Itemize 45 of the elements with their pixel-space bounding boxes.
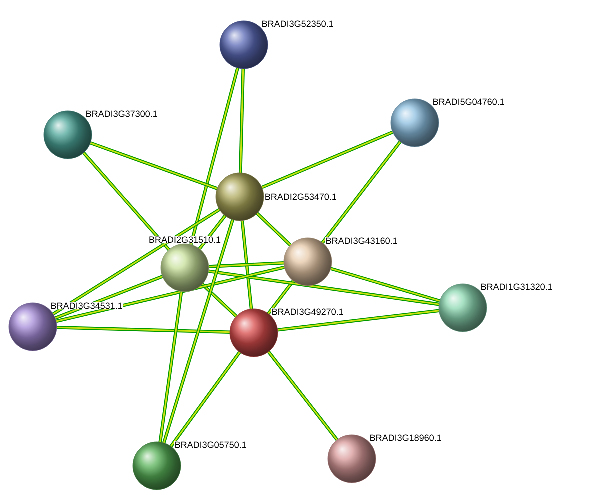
node-label: BRADI3G05750.1 — [176, 442, 246, 448]
protein-node: BRADI3G49270.1 — [230, 308, 344, 358]
protein-node: BRADI2G31510.1 — [148, 236, 222, 292]
node-label: BRADI3G18960.1 — [370, 434, 442, 442]
node-label: BRADI2G53470.1 — [266, 194, 336, 200]
node-label: BRADI3G52350.1 — [262, 20, 334, 28]
protein-node: BRADI3G52350.1 — [220, 20, 334, 70]
edge — [82, 152, 170, 252]
edge — [240, 220, 254, 310]
node-label: BRADI1G31320.1 — [482, 284, 552, 290]
edge — [56, 326, 230, 334]
edge — [198, 214, 227, 250]
edge — [208, 270, 440, 306]
protein-node: BRADI3G43160.1 — [284, 237, 398, 286]
edge — [267, 280, 295, 315]
node-label: BRADI2G31510.1 — [150, 236, 221, 244]
protein-node: BRADI2G53470.1 — [216, 172, 338, 222]
protein-node: BRADI1G31320.1 — [438, 283, 554, 332]
edge — [158, 292, 184, 442]
node-label: BRADI3G34531.1 — [52, 302, 122, 310]
edge — [52, 208, 221, 316]
edge — [256, 212, 292, 247]
edge — [56, 266, 286, 324]
edge — [267, 350, 339, 442]
node-label: BRADI3G49270.1 — [272, 308, 344, 316]
node-label: BRADI3G37300.1 — [86, 110, 158, 118]
edge — [278, 309, 440, 332]
edge — [321, 141, 402, 244]
edge — [190, 68, 240, 246]
edge — [261, 130, 394, 190]
edge — [170, 351, 242, 448]
edge — [54, 275, 164, 320]
node-label: BRADI5G04760.1 — [434, 98, 504, 106]
protein-node: BRADI5G04760.1 — [390, 98, 506, 148]
edge — [90, 142, 218, 190]
protein-node: BRADI3G18960.1 — [328, 434, 442, 484]
edge — [208, 262, 284, 268]
protein-node: BRADI3G34531.1 — [8, 302, 124, 352]
edge — [201, 283, 238, 318]
edge — [238, 68, 246, 174]
protein-node: BRADI3G37300.1 — [44, 110, 158, 160]
node-label: BRADI3G43160.1 — [326, 238, 398, 244]
edge — [162, 219, 234, 444]
edge — [330, 267, 440, 303]
protein-node: BRADI3G05750.1 — [132, 441, 248, 490]
